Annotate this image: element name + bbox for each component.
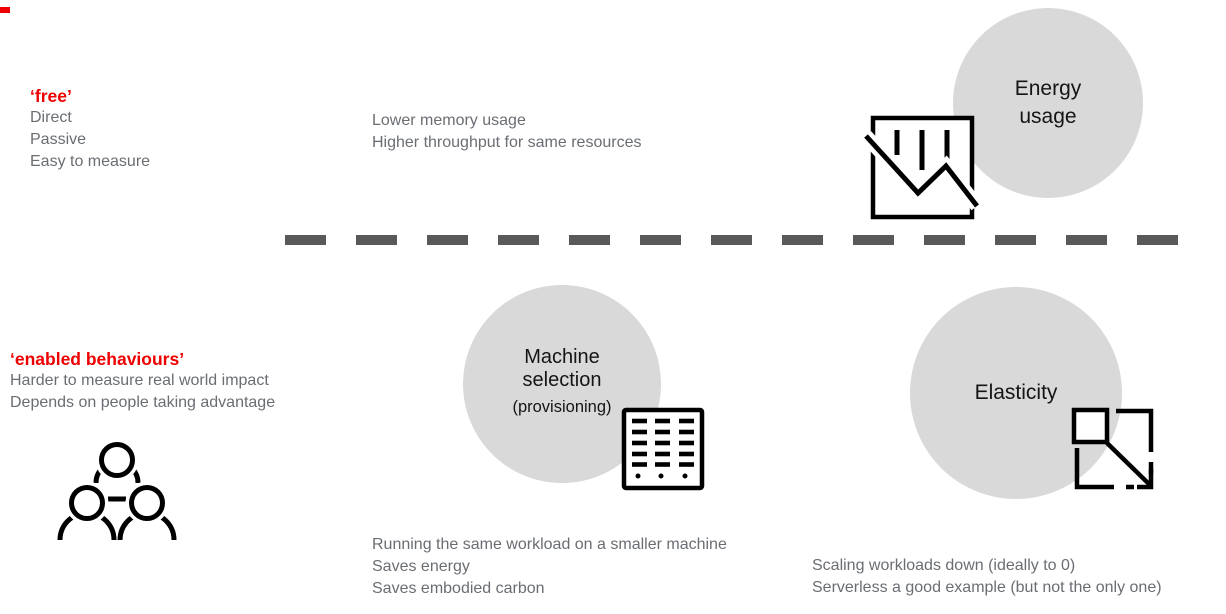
elasticity-note-1: Scaling workloads down (ideally to 0): [812, 557, 1076, 574]
free-group: ‘free’ Direct Passive Easy to measure: [30, 85, 150, 173]
elasticity-note-2: Serverless a good example (but not the o…: [812, 579, 1162, 596]
slide-accent-dash: [0, 7, 10, 13]
enabled-line-2: Depends on people taking advantage: [10, 394, 276, 411]
energy-notes: Lower memory usage Higher throughput for…: [372, 110, 641, 154]
elasticity-notes: Scaling workloads down (ideally to 0) Se…: [812, 555, 1162, 599]
elasticity-bubble: Elasticity: [910, 287, 1122, 499]
enabled-behaviours-group: ‘enabled behaviours’ Harder to measure r…: [10, 348, 275, 414]
energy-note-2: Higher throughput for same resources: [372, 134, 642, 151]
energy-usage-label: Energy usage: [1014, 77, 1082, 128]
dashed-divider: [285, 235, 1178, 245]
energy-note-1: Lower memory usage: [372, 112, 526, 129]
energy-usage-bubble: Energy usage: [953, 8, 1143, 198]
declining-line-chart-icon: [860, 115, 983, 220]
free-line-1: Direct: [30, 109, 72, 126]
machine-selection-sublabel: (provisioning): [512, 398, 612, 416]
free-line-3: Easy to measure: [30, 153, 151, 170]
people-group-icon: [57, 438, 177, 541]
machine-note-2: Saves energy: [372, 558, 470, 575]
enabled-line-1: Harder to measure real world impact: [10, 372, 269, 389]
free-line-2: Passive: [30, 131, 87, 148]
scale-down-arrow-icon: [1071, 407, 1154, 490]
machine-note-1: Running the same workload on a smaller m…: [372, 536, 727, 553]
machine-note-3: Saves embodied carbon: [372, 580, 545, 597]
machine-selection-label: Machine selection (provisioning): [512, 346, 612, 416]
machine-notes: Running the same workload on a smaller m…: [372, 534, 727, 600]
elasticity-label: Elasticity: [974, 381, 1058, 404]
free-title: ‘free’: [30, 86, 72, 106]
enabled-title: ‘enabled behaviours’: [10, 349, 185, 369]
server-grid-icon: [621, 407, 705, 491]
